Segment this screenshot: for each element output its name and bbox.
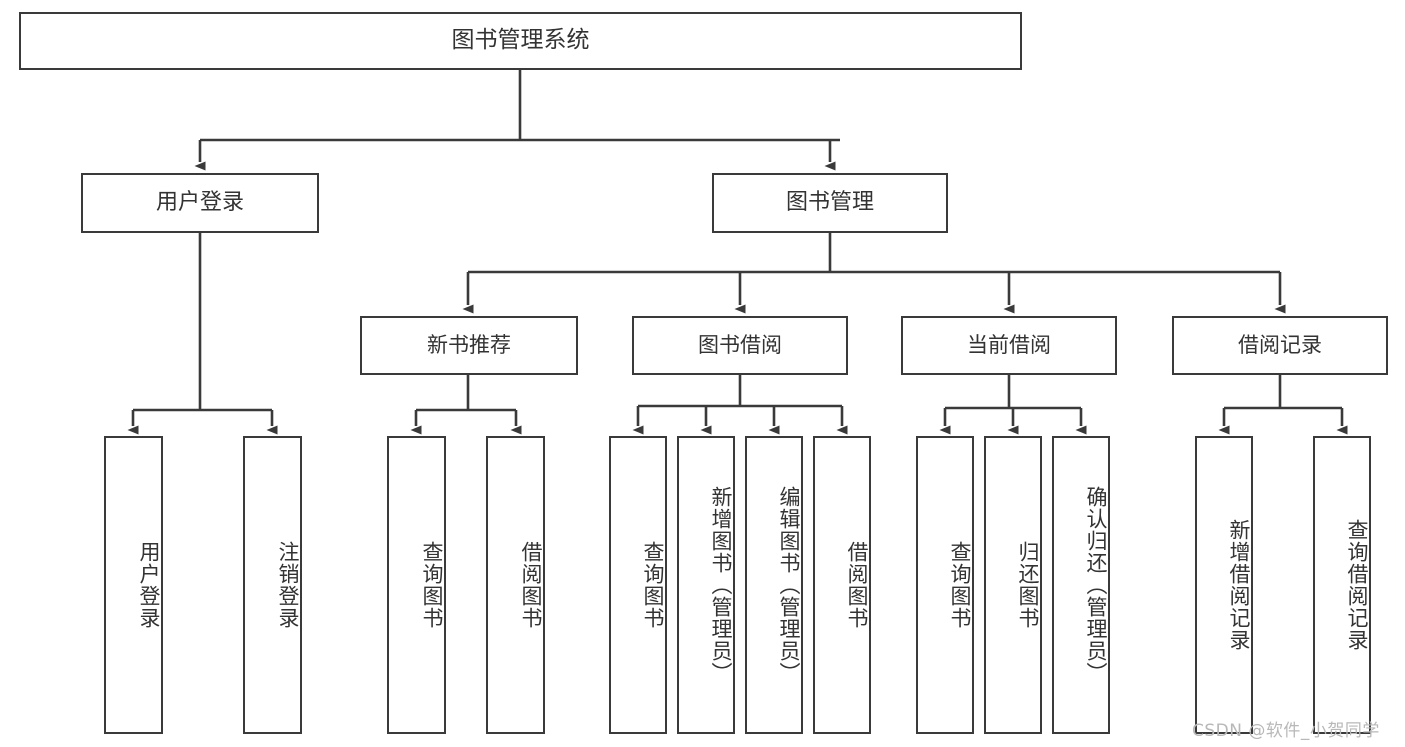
node-leaf-query-borrow-record-label: 查询借阅记录 bbox=[1345, 519, 1369, 651]
node-leaf-add-borrow-record[interactable]: 新增借阅记录 bbox=[1195, 436, 1253, 734]
node-leaf-logout-login-label: 注销登录 bbox=[276, 541, 300, 629]
node-leaf-query-book-1-label: 查询图书 bbox=[420, 541, 444, 629]
node-leaf-edit-book-label: 编辑图书（管理员） bbox=[777, 486, 801, 684]
node-leaf-add-borrow-record-label: 新增借阅记录 bbox=[1227, 519, 1251, 651]
node-leaf-add-book-label: 新增图书（管理员） bbox=[709, 486, 733, 684]
node-current-borrow-label: 当前借阅 bbox=[967, 333, 1051, 358]
csdn-watermark-text: CSDN @软件_小贺同学 bbox=[1192, 721, 1380, 741]
node-leaf-query-book-3[interactable]: 查询图书 bbox=[916, 436, 974, 734]
node-leaf-borrow-book-1-label: 借阅图书 bbox=[519, 541, 543, 629]
node-new-book-recommend-label: 新书推荐 bbox=[427, 333, 511, 358]
node-current-borrow[interactable]: 当前借阅 bbox=[901, 316, 1117, 375]
node-leaf-confirm-return[interactable]: 确认归还（管理员） bbox=[1052, 436, 1110, 734]
node-leaf-return-book-label: 归还图书 bbox=[1016, 541, 1040, 629]
node-book-borrow[interactable]: 图书借阅 bbox=[632, 316, 848, 375]
node-root-label: 图书管理系统 bbox=[451, 27, 590, 54]
node-leaf-query-book-3-label: 查询图书 bbox=[948, 541, 972, 629]
node-leaf-return-book[interactable]: 归还图书 bbox=[984, 436, 1042, 734]
node-root[interactable]: 图书管理系统 bbox=[19, 12, 1022, 70]
node-leaf-user-login[interactable]: 用户登录 bbox=[104, 436, 163, 734]
node-borrow-record[interactable]: 借阅记录 bbox=[1172, 316, 1388, 375]
node-user-login[interactable]: 用户登录 bbox=[81, 173, 319, 233]
node-leaf-confirm-return-label: 确认归还（管理员） bbox=[1084, 486, 1108, 684]
node-leaf-borrow-book-2-label: 借阅图书 bbox=[845, 541, 869, 629]
node-leaf-query-book-2[interactable]: 查询图书 bbox=[609, 436, 667, 734]
node-new-book-recommend[interactable]: 新书推荐 bbox=[360, 316, 578, 375]
node-leaf-borrow-book-1[interactable]: 借阅图书 bbox=[486, 436, 545, 734]
csdn-watermark: CSDN @软件_小贺同学 bbox=[1192, 716, 1380, 741]
node-leaf-logout-login[interactable]: 注销登录 bbox=[243, 436, 302, 734]
node-leaf-query-borrow-record[interactable]: 查询借阅记录 bbox=[1313, 436, 1371, 734]
node-book-borrow-label: 图书借阅 bbox=[698, 333, 782, 358]
node-user-login-label: 用户登录 bbox=[155, 190, 244, 216]
node-leaf-add-book[interactable]: 新增图书（管理员） bbox=[677, 436, 735, 734]
node-leaf-edit-book[interactable]: 编辑图书（管理员） bbox=[745, 436, 803, 734]
node-leaf-borrow-book-2[interactable]: 借阅图书 bbox=[813, 436, 871, 734]
node-leaf-user-login-label: 用户登录 bbox=[137, 541, 161, 629]
node-leaf-query-book-2-label: 查询图书 bbox=[641, 541, 665, 629]
node-leaf-query-book-1[interactable]: 查询图书 bbox=[387, 436, 446, 734]
node-book-management-label: 图书管理 bbox=[785, 190, 874, 216]
node-book-management[interactable]: 图书管理 bbox=[712, 173, 948, 233]
node-borrow-record-label: 借阅记录 bbox=[1238, 333, 1322, 358]
